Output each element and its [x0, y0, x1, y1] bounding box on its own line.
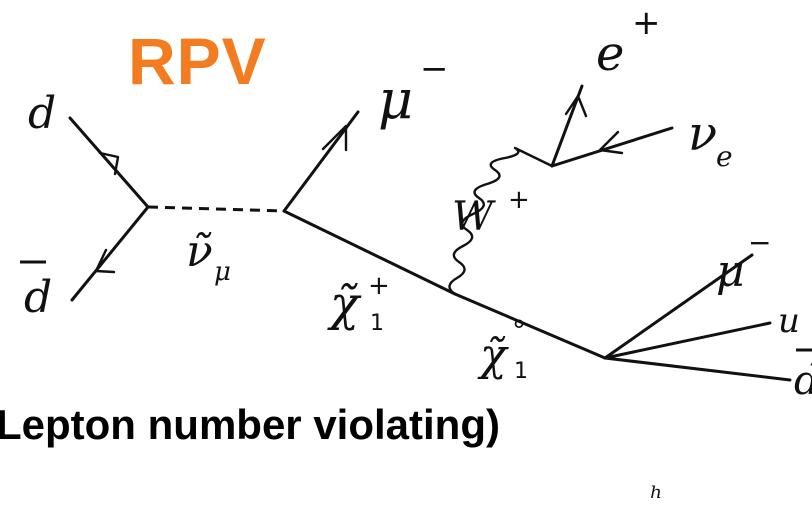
svg-text:d: d — [794, 358, 812, 404]
label-dbar-out: d — [794, 348, 812, 404]
d-quark-line — [68, 116, 150, 209]
svg-text:W: W — [452, 194, 496, 240]
svg-text:+: + — [632, 3, 661, 43]
svg-text:μ: μ — [214, 257, 231, 287]
partial-handwriting: ʰ — [650, 481, 663, 508]
svg-text:ν̃: ν̃ — [186, 226, 213, 277]
svg-text:μ: μ — [378, 68, 413, 131]
svg-text:ν: ν — [688, 106, 717, 162]
label-u-out: u — [778, 301, 800, 341]
label-d-in: d — [28, 88, 56, 139]
positron-arrow — [564, 94, 588, 118]
sneutrino-propagator — [147, 205, 285, 213]
muon-top-arrow — [321, 124, 348, 152]
neutrino-arrow — [598, 130, 624, 155]
label-neutrino: ν e — [688, 106, 733, 173]
label-sneutrino: ν̃ μ — [186, 226, 231, 287]
label-w-boson: W + — [452, 185, 530, 240]
label-chargino: χ̃ + 1 — [327, 271, 390, 336]
label-positron: e + — [596, 3, 661, 82]
svg-text:e: e — [716, 140, 733, 173]
label-muon-top: μ − — [378, 49, 449, 131]
dbar-out-line — [603, 356, 792, 382]
slide-caption: Lepton number violating) — [0, 401, 500, 448]
chargino-line — [282, 209, 457, 296]
svg-text:χ̃: χ̃ — [327, 276, 362, 332]
svg-text:e: e — [596, 26, 624, 82]
svg-text:1: 1 — [514, 359, 528, 384]
svg-text:−: − — [748, 226, 771, 259]
svg-text:χ̃: χ̃ — [477, 330, 509, 381]
svg-text:μ: μ — [716, 246, 745, 297]
dbar-quark-line — [70, 205, 150, 302]
slide-title: RPV — [128, 24, 267, 98]
label-dbar-in: d — [20, 260, 52, 323]
svg-text:+: + — [508, 185, 530, 215]
svg-text:+: + — [368, 271, 390, 301]
svg-text:−: − — [420, 49, 449, 89]
label-muon-out: μ − — [716, 226, 771, 297]
muon-out-line — [603, 253, 754, 360]
dbar-quark-arrow — [94, 248, 116, 274]
svg-text:°: ° — [512, 314, 526, 347]
neutralino-line — [453, 292, 607, 360]
label-neutralino: χ̃ ° 1 — [477, 314, 528, 384]
w-boson-line — [448, 146, 554, 296]
neutrino-line — [550, 126, 674, 168]
svg-text:d: d — [24, 272, 52, 323]
svg-text:1: 1 — [370, 311, 384, 336]
u-quark-line — [603, 321, 772, 360]
d-quark-arrow — [98, 151, 120, 176]
